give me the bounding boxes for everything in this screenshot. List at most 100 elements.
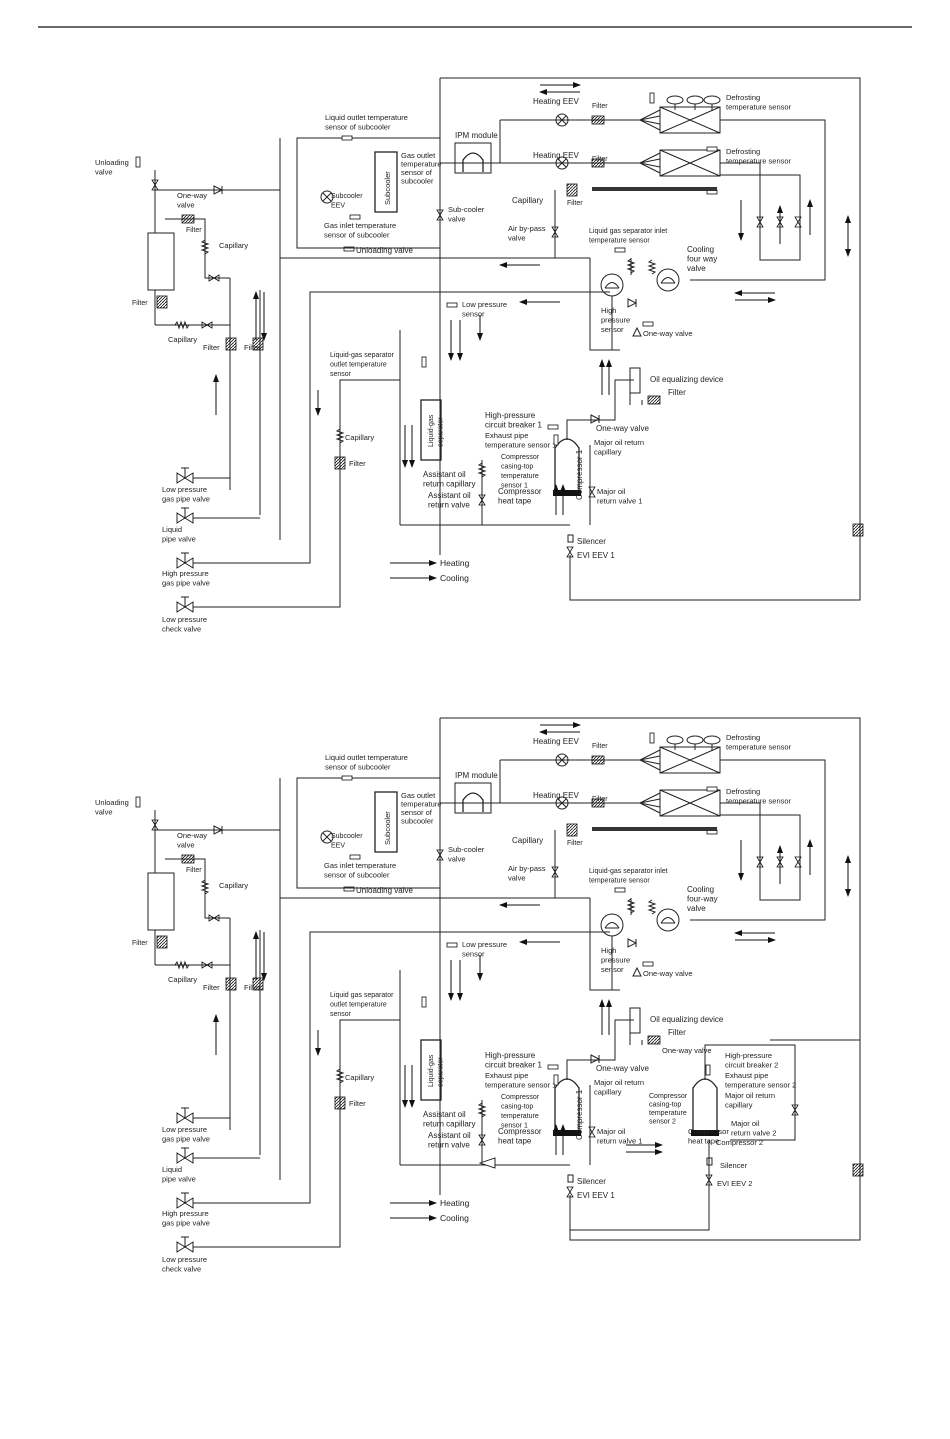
label-line: Filter (592, 156, 608, 163)
fan-icon (686, 95, 704, 105)
compressor-2-icon (692, 1078, 718, 1136)
label-line: Gas outlet (401, 151, 436, 160)
receiver-tank-icon (147, 232, 175, 291)
label-line: Air by-pass (508, 224, 546, 233)
capillary-lower-icon (335, 428, 345, 444)
oil-equalizing-device-icon (629, 367, 641, 394)
label-line: temperature sensor (589, 878, 650, 885)
check-valve-icon (794, 216, 802, 228)
fan-motor-sensor-icon (649, 732, 655, 744)
pipe-line (165, 858, 230, 919)
fan-icon (666, 735, 684, 745)
low-pressure-gas-valve-icon (176, 472, 194, 484)
label-line: Filter (203, 983, 220, 992)
label-line: One-way (177, 831, 207, 840)
label-compressor-label-2: Compressor 2 (716, 1138, 763, 1147)
label-filter-top-1: Filter (592, 743, 608, 750)
label-filter-oil: Filter (668, 1028, 686, 1037)
ipm-module-heatsink (462, 152, 484, 172)
four-way-inner (604, 922, 620, 929)
label-line: Unloading valve (356, 886, 413, 895)
label-line: four way (687, 255, 717, 264)
label-line: pipe valve (162, 1175, 196, 1184)
label-line: Capillary (345, 433, 374, 442)
filter-right-icon (852, 1163, 864, 1177)
pipe-line (165, 218, 230, 279)
label-line: Low pressure (462, 300, 507, 309)
label-line: capillary (725, 1101, 753, 1110)
label-line: Capillary (345, 1073, 374, 1082)
evi-eev-icon (566, 546, 574, 558)
label-line: Cooling (687, 885, 714, 894)
label-unloading-valve-mid: Unloading valve (356, 246, 413, 255)
outer-frame (440, 77, 861, 601)
label-line: High pressure (162, 569, 209, 578)
silencer-icon (567, 534, 574, 543)
label-line: Subcooler (331, 193, 363, 200)
label-line: return capillary (423, 1120, 475, 1129)
label-line: One-way (177, 191, 207, 200)
filter-right-icon (852, 523, 864, 537)
filter-oil-icon (647, 1035, 661, 1045)
label-line: Heating (440, 558, 470, 568)
label-line: Unloading (95, 158, 129, 167)
label-oil-equalizing: Oil equalizing device (650, 375, 724, 384)
lgs-outlet-sensor-icon (421, 996, 427, 1008)
label-line: four-way (687, 895, 718, 904)
compressor-heat-tape-band (553, 1130, 581, 1136)
label-line: One-way valve (643, 329, 693, 338)
eev-cross (557, 755, 567, 765)
gas-inlet-sensor-icon (349, 214, 361, 220)
label-line: Compressor (649, 1093, 688, 1100)
label-line: Gas outlet (401, 791, 436, 800)
label-line: Exhaust pipe (725, 1071, 768, 1080)
label-line: Capillary (512, 196, 543, 205)
oil-equalizing-device-icon (629, 1007, 641, 1034)
label-line: Filter (349, 1099, 366, 1108)
label-line: High-pressure (725, 1051, 772, 1060)
label-line: Compressor (501, 454, 540, 461)
receiver-tube-icon (592, 187, 717, 191)
label-line: Exhaust pipe (485, 1071, 528, 1080)
valve-icon (208, 914, 220, 922)
label-line: Major oil (597, 1127, 626, 1136)
label-line: Liquid-gas (428, 1054, 435, 1087)
air-bypass-valve-icon (551, 866, 559, 878)
label-line: Exhaust pipe (485, 431, 528, 440)
label-line: temperature (649, 1110, 687, 1117)
comp2-check-icon (478, 1157, 496, 1169)
heating-eev-2-icon (555, 156, 569, 170)
label-line: Defrosting (726, 147, 760, 156)
label-legend-cooling: Cooling (440, 573, 469, 583)
label-filter-left-top: Filter (186, 227, 202, 234)
label-line: Liquid outlet temperature (325, 113, 408, 122)
label-line: sensor of subcooler (324, 871, 390, 880)
label-line: temperature sensor (726, 157, 792, 166)
label-line: Heating (440, 1198, 470, 1208)
filter-left-mid2-icon (252, 977, 264, 991)
label-line: Liquid gas separator inlet (589, 228, 667, 235)
heating-eev-1-icon (555, 753, 569, 767)
label-line: temperature sensor (726, 797, 792, 806)
fan-icon (666, 95, 684, 105)
label-line: sensor of subcooler (324, 231, 390, 240)
receiver-tube-icon (592, 827, 717, 831)
label-line: High-pressure (485, 1051, 536, 1060)
label-line: valve (95, 168, 113, 177)
cooling-four-way-valve-icon (656, 268, 680, 292)
liquid-gas-separator-icon (420, 1039, 442, 1101)
label-filter-top-1: Filter (592, 103, 608, 110)
compressor-heat-tape-band (553, 490, 581, 496)
label-line: Gas inlet temperature (324, 221, 396, 230)
comp2-exhaust-sensor-icon (705, 1064, 711, 1076)
label-line: High pressure (162, 1209, 209, 1218)
label-line: sensor of (401, 168, 433, 177)
filter-top-1-icon (591, 755, 605, 765)
